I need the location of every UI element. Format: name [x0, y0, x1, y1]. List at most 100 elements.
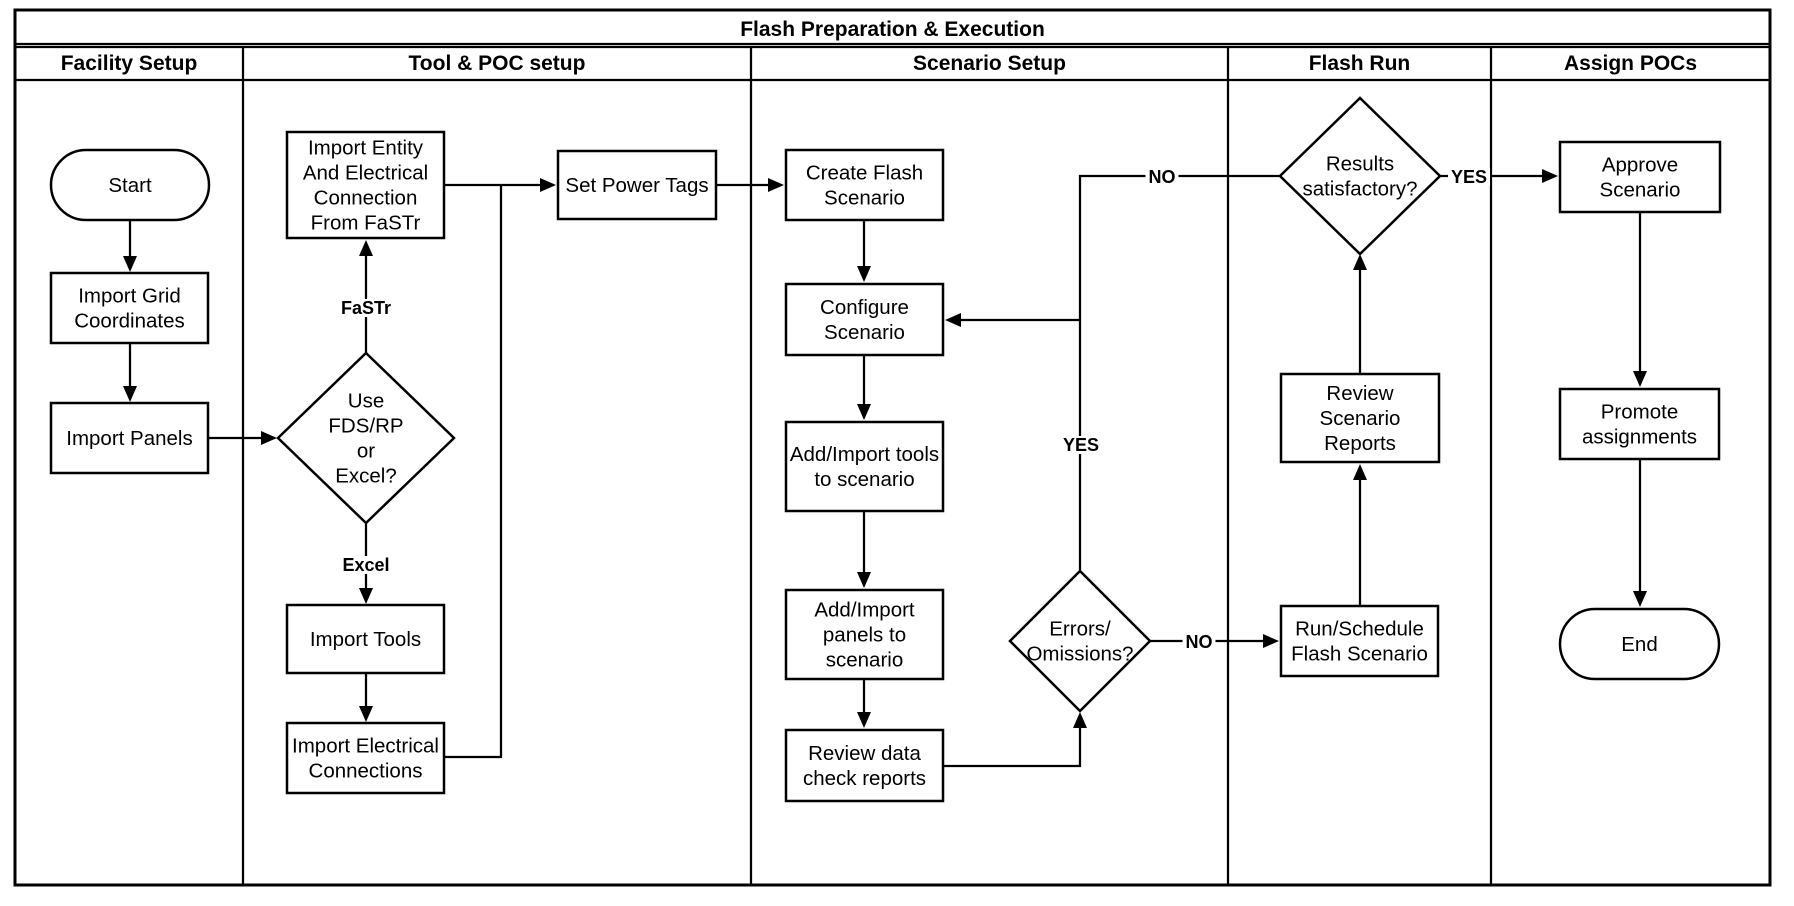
- stadium-shape: [49, 148, 211, 222]
- rect-shape: [784, 282, 945, 357]
- rect-shape: [784, 588, 945, 681]
- lane-header-scenario-setup: Scenario Setup: [913, 52, 1066, 75]
- stadium-shape: [1558, 607, 1721, 681]
- arrowhead-into-add-import-panels-to-scenario: [857, 572, 871, 588]
- lane-header-assign-pocs: Assign POCs: [1564, 52, 1697, 75]
- rect-shape: [285, 130, 446, 240]
- arrowhead-into-create-flash-scenario: [768, 178, 784, 192]
- diamond-shape: [1278, 96, 1442, 256]
- arrowhead-into-review-scenario-reports: [1353, 464, 1367, 480]
- node-import-tools: Import Tools: [285, 603, 446, 675]
- arrowhead-into-use-fds-rp-or-excel: [261, 431, 277, 445]
- lane-header-facility-setup: Facility Setup: [61, 52, 198, 75]
- arrowhead-into-approve-scenario: [1542, 169, 1558, 183]
- arrowhead-into-configure-scenario: [857, 266, 871, 282]
- pool-title: Flash Preparation & Execution: [740, 18, 1045, 41]
- node-errors-omissions: Errors/Omissions?: [1008, 569, 1152, 713]
- node-start: Start: [49, 148, 211, 222]
- edge-review-data-check-reports-to-errors-omissions: [943, 725, 1082, 768]
- arrowhead-into-import-tools: [359, 588, 373, 604]
- diamond-shape: [276, 351, 456, 525]
- lane-header-tool-poc-setup: Tool & POC setup: [409, 52, 586, 75]
- edge-label-fastr-0: FaSTr: [341, 298, 391, 318]
- rect-shape: [1558, 140, 1722, 214]
- edge-label-bg: [339, 556, 393, 574]
- rect-shape: [784, 420, 945, 513]
- node-import-panels: Import Panels: [49, 401, 210, 475]
- rect-shape: [784, 148, 945, 222]
- edge-import-electrical-connections-to-set-power-tags: [444, 185, 503, 759]
- arrowhead-into-end: [1633, 591, 1647, 607]
- node-label: Import Tools: [310, 628, 421, 651]
- node-label: Start: [108, 174, 152, 197]
- rect-shape: [285, 721, 446, 795]
- edge-label-bg: [1059, 436, 1103, 454]
- arrowhead-into-run-schedule-flash-scenario: [1263, 634, 1279, 648]
- arrowhead-into-import-grid-coordinates: [123, 256, 137, 272]
- edge-label-yes-5: YES: [1451, 167, 1487, 187]
- node-set-power-tags: Set Power Tags: [556, 149, 718, 221]
- rect-shape: [1279, 372, 1441, 464]
- rect-shape: [285, 603, 446, 675]
- edge-label-bg: [337, 299, 395, 317]
- arrowhead-into-configure-scenario: [945, 313, 961, 327]
- rect-shape: [1558, 387, 1721, 461]
- node-end: End: [1558, 607, 1721, 681]
- rect-shape: [1279, 604, 1440, 678]
- arrowhead-into-import-panels: [123, 386, 137, 402]
- arrowhead-into-errors-omissions: [1073, 712, 1087, 728]
- arrowhead-into-add-import-tools-to-scenario: [857, 404, 871, 420]
- edge-label-yes-2: YES: [1063, 435, 1099, 455]
- arrowhead-into-set-power-tags: [540, 178, 556, 192]
- node-label: Import Panels: [66, 427, 192, 450]
- edge-label-bg: [1447, 168, 1491, 186]
- rect-shape: [784, 728, 945, 803]
- arrowhead-into-review-data-check-reports: [857, 712, 871, 728]
- node-label: Errors/Omissions?: [1026, 618, 1133, 666]
- rect-shape: [49, 401, 210, 475]
- edge-label-bg: [1182, 633, 1216, 651]
- edge-label-excel-1: Excel: [342, 555, 389, 575]
- edge-label-no-3: NO: [1149, 167, 1176, 187]
- node-label: End: [1621, 633, 1657, 656]
- arrowhead-into-results-satisfactory: [1353, 254, 1367, 270]
- rect-shape: [49, 271, 210, 345]
- arrowhead-into-import-entity-electrical-connection: [359, 240, 373, 256]
- arrowhead-into-import-electrical-connections: [359, 706, 373, 722]
- lane-header-flash-run: Flash Run: [1309, 52, 1411, 75]
- arrowhead-into-promote-assignments: [1633, 371, 1647, 387]
- edge-label-bg: [1145, 168, 1179, 186]
- diamond-shape: [1008, 569, 1152, 713]
- rect-shape: [556, 149, 718, 221]
